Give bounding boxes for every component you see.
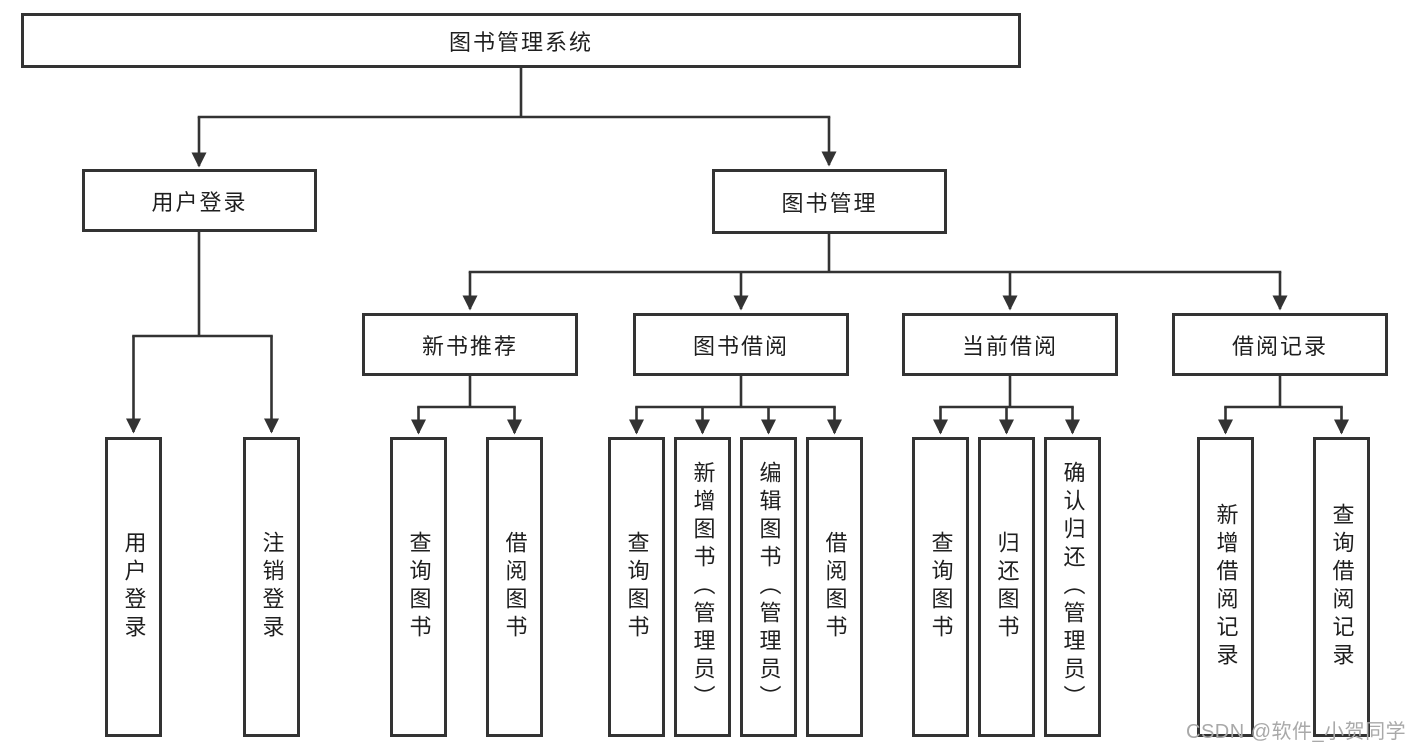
leaf-label: 编辑图书（管理员） [756, 461, 782, 713]
leaf-logout: 注销登录 [243, 437, 300, 737]
leaf-label: 注销登录 [259, 531, 285, 643]
leaf-add-books-admin: 新增图书（管理员） [674, 437, 731, 737]
leaf-label: 查询图书 [406, 531, 432, 643]
leaf-confirm-return-admin: 确认归还（管理员） [1044, 437, 1101, 737]
leaf-label: 用户登录 [121, 531, 147, 643]
node-user-login: 用户登录 [82, 169, 317, 232]
node-new-book-recommend: 新书推荐 [362, 313, 578, 376]
leaf-label: 借阅图书 [502, 531, 528, 643]
leaf-label: 新增借阅记录 [1213, 503, 1239, 671]
leaf-return-books: 归还图书 [978, 437, 1035, 737]
node-book-management: 图书管理 [712, 169, 947, 234]
root-node-library-system: 图书管理系统 [21, 13, 1021, 68]
csdn-watermark: CSDN @软件_小贺同学 [1186, 721, 1405, 743]
leaf-edit-books-admin: 编辑图书（管理员） [740, 437, 797, 737]
leaf-label: 确认归还（管理员） [1060, 461, 1086, 713]
leaf-query-books-current: 查询图书 [912, 437, 969, 737]
leaf-label: 查询图书 [624, 531, 650, 643]
leaf-label: 新增图书（管理员） [690, 461, 716, 713]
leaf-borrow-books: 借阅图书 [806, 437, 863, 737]
leaf-add-borrow-record: 新增借阅记录 [1197, 437, 1254, 737]
leaf-label: 归还图书 [994, 531, 1020, 643]
leaf-label: 查询借阅记录 [1329, 503, 1355, 671]
leaf-label: 借阅图书 [822, 531, 848, 643]
leaf-label: 查询图书 [928, 531, 954, 643]
leaf-user-login: 用户登录 [105, 437, 162, 737]
leaf-query-books-recommend: 查询图书 [390, 437, 447, 737]
node-current-borrow: 当前借阅 [902, 313, 1118, 376]
leaf-query-borrow-record: 查询借阅记录 [1313, 437, 1370, 737]
leaf-borrow-books-recommend: 借阅图书 [486, 437, 543, 737]
leaf-query-books-borrow: 查询图书 [608, 437, 665, 737]
node-borrow-records: 借阅记录 [1172, 313, 1388, 376]
node-book-borrow: 图书借阅 [633, 313, 849, 376]
